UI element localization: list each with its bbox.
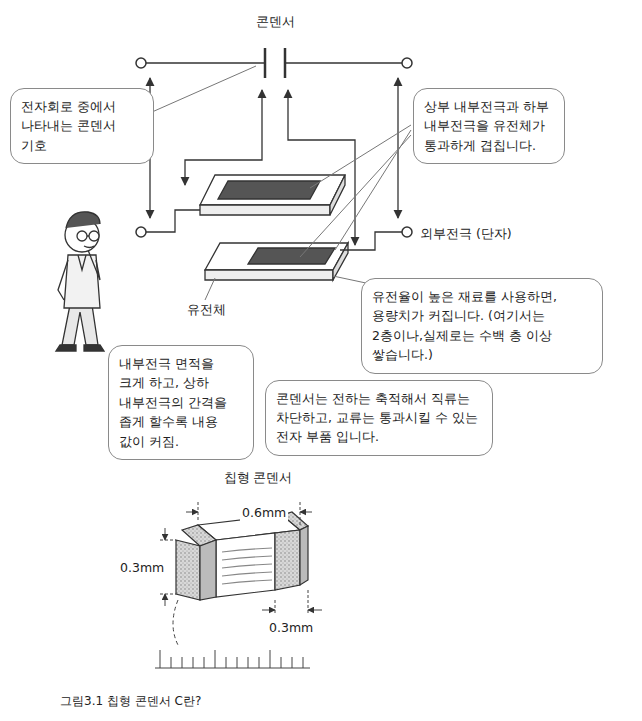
dimension-lines-part	[173, 600, 178, 645]
leader-lines-part	[152, 66, 256, 112]
callout-box: 유전율이 높은 재료를 사용하면, 용량치가 커집니다. (여기서는 2층이나,…	[361, 278, 603, 374]
chip-capacitor-part-part	[222, 556, 272, 560]
chip-capacitor	[176, 512, 308, 600]
dimension-lines-part	[198, 500, 199, 520]
scale-tick	[171, 657, 172, 668]
scale-tick	[292, 657, 293, 668]
person-figure-part	[58, 260, 68, 300]
part-name: 외부전극 (단자)	[418, 226, 514, 242]
dimension: 0.3mm	[267, 620, 315, 636]
electrode-plates-part	[146, 210, 200, 232]
person-figure-part	[77, 231, 87, 241]
chip-capacitor-part-part	[222, 564, 272, 568]
correspondence-arrows	[150, 78, 398, 245]
callout-box: 콘덴서는 전하는 축적해서 직류는 차단하고, 교류는 통과시킬 수 있는 전자…	[265, 380, 493, 456]
scale-tick	[160, 650, 161, 668]
dimension-lines-part	[308, 610, 322, 611]
dimension-lines-part	[155, 668, 310, 669]
person-figure-part	[87, 235, 89, 236]
correspondence-arrows-part	[288, 90, 355, 245]
electrode-plates-part	[330, 175, 345, 215]
capacitor-symbol	[136, 48, 412, 237]
scale-tick	[303, 657, 304, 668]
capacitor-symbol-part	[136, 58, 146, 68]
part-name: 콘덴서	[254, 14, 297, 30]
scale-tick	[182, 657, 183, 668]
dimension-lines-part	[160, 594, 176, 595]
chip-capacitor-part	[275, 530, 300, 590]
callout-box: 내부전극 면적을 크게 하고, 상하 내부전극의 간격을 좁게 할수록 내용 값…	[108, 345, 254, 460]
chip-capacitor-part-part	[222, 572, 272, 576]
chip-capacitor-part-part	[222, 580, 272, 584]
electrode-plates-part	[205, 270, 333, 280]
scale-tick	[281, 657, 282, 668]
scale-tick	[237, 657, 238, 668]
figure-caption: 그림3.1 칩형 콘덴서 C란?	[58, 694, 203, 710]
leader-lines-part	[300, 135, 411, 257]
dimension-lines-part	[308, 590, 309, 615]
person-figure-part	[56, 345, 104, 351]
dimension-lines-part	[262, 610, 275, 611]
scale-tick	[204, 657, 205, 668]
person-figure-part	[84, 246, 94, 248]
capacitor-symbol-part	[402, 227, 412, 237]
scale-ticks	[160, 650, 303, 668]
capacitor-symbol-part	[285, 62, 402, 64]
capacitor-symbol-part	[146, 62, 265, 64]
electrode-plates	[146, 175, 402, 280]
dimension-lines-part	[186, 512, 198, 513]
scale-tick	[259, 657, 260, 668]
leader-lines-part	[310, 125, 411, 188]
dimension-lines-part	[160, 540, 176, 541]
person-figure-part	[78, 255, 86, 270]
callout-text: 내부전극 면적을 크게 하고, 상하 내부전극의 간격을 좁게 할수록 내용 값…	[119, 354, 243, 451]
leader-lines	[152, 66, 411, 300]
callout-text: 전자회로 중에서 나타내는 콘덴서 기호	[21, 97, 143, 155]
leader-lines-part	[205, 278, 215, 300]
scale-tick	[226, 657, 227, 668]
dimension-lines-part	[165, 528, 166, 540]
scale-tick	[248, 657, 249, 668]
scale-tick	[270, 650, 271, 668]
capacitor-symbol-part	[136, 227, 146, 237]
chip-capacitor-part	[300, 526, 308, 585]
part-name: 유전체	[185, 302, 228, 318]
dimension-lines	[155, 500, 322, 668]
callout-text: 상부 내부전극과 하부 내부전극을 유전체가 통과하게 겹칩니다.	[424, 97, 554, 155]
chip-capacitor-part	[200, 540, 216, 600]
electrode-plates-part	[218, 181, 320, 199]
person-figure-part	[66, 212, 100, 228]
electrode-plates-part	[205, 243, 348, 270]
person-figure-part	[89, 231, 99, 241]
chip-capacitor-part	[222, 548, 272, 584]
chip-capacitor-part	[216, 533, 275, 597]
person-figure-part	[62, 305, 98, 345]
scale-tick	[193, 657, 194, 668]
callout-box: 전자회로 중에서 나타내는 콘덴서 기호	[10, 88, 154, 164]
chip-capacitor-part-part	[222, 548, 272, 552]
person-figure	[56, 212, 104, 351]
dimension-lines-part	[275, 600, 276, 615]
dimension-lines-part	[165, 594, 166, 606]
callout-box: 상부 내부전극과 하부 내부전극을 유전체가 통과하게 겹칩니다.	[413, 88, 565, 164]
part-name: 칩형 콘덴서	[222, 470, 295, 486]
electrode-plates-part	[248, 248, 335, 264]
correspondence-arrows-part	[185, 90, 262, 185]
capacitor-symbol-part	[402, 58, 412, 68]
scale-tick	[215, 650, 216, 668]
callout-text: 콘덴서는 전하는 축적해서 직류는 차단하고, 교류는 통과시킬 수 있는 전자…	[276, 389, 482, 447]
electrode-plates-part	[200, 205, 330, 215]
dimension-lines-part	[300, 512, 312, 513]
person-figure-part	[64, 255, 100, 308]
correspondence-arrows-part	[397, 78, 398, 218]
dimension: 0.6mm	[240, 505, 288, 521]
capacitor-symbol-part	[264, 48, 267, 78]
person-figure-part	[88, 250, 100, 280]
dimension: 0.3mm	[118, 560, 166, 576]
chip-capacitor-part	[176, 540, 200, 600]
callout-text: 유전율이 높은 재료를 사용하면, 용량치가 커집니다. (여기서는 2층이나,…	[372, 287, 592, 365]
electrode-plates-part	[340, 232, 402, 250]
